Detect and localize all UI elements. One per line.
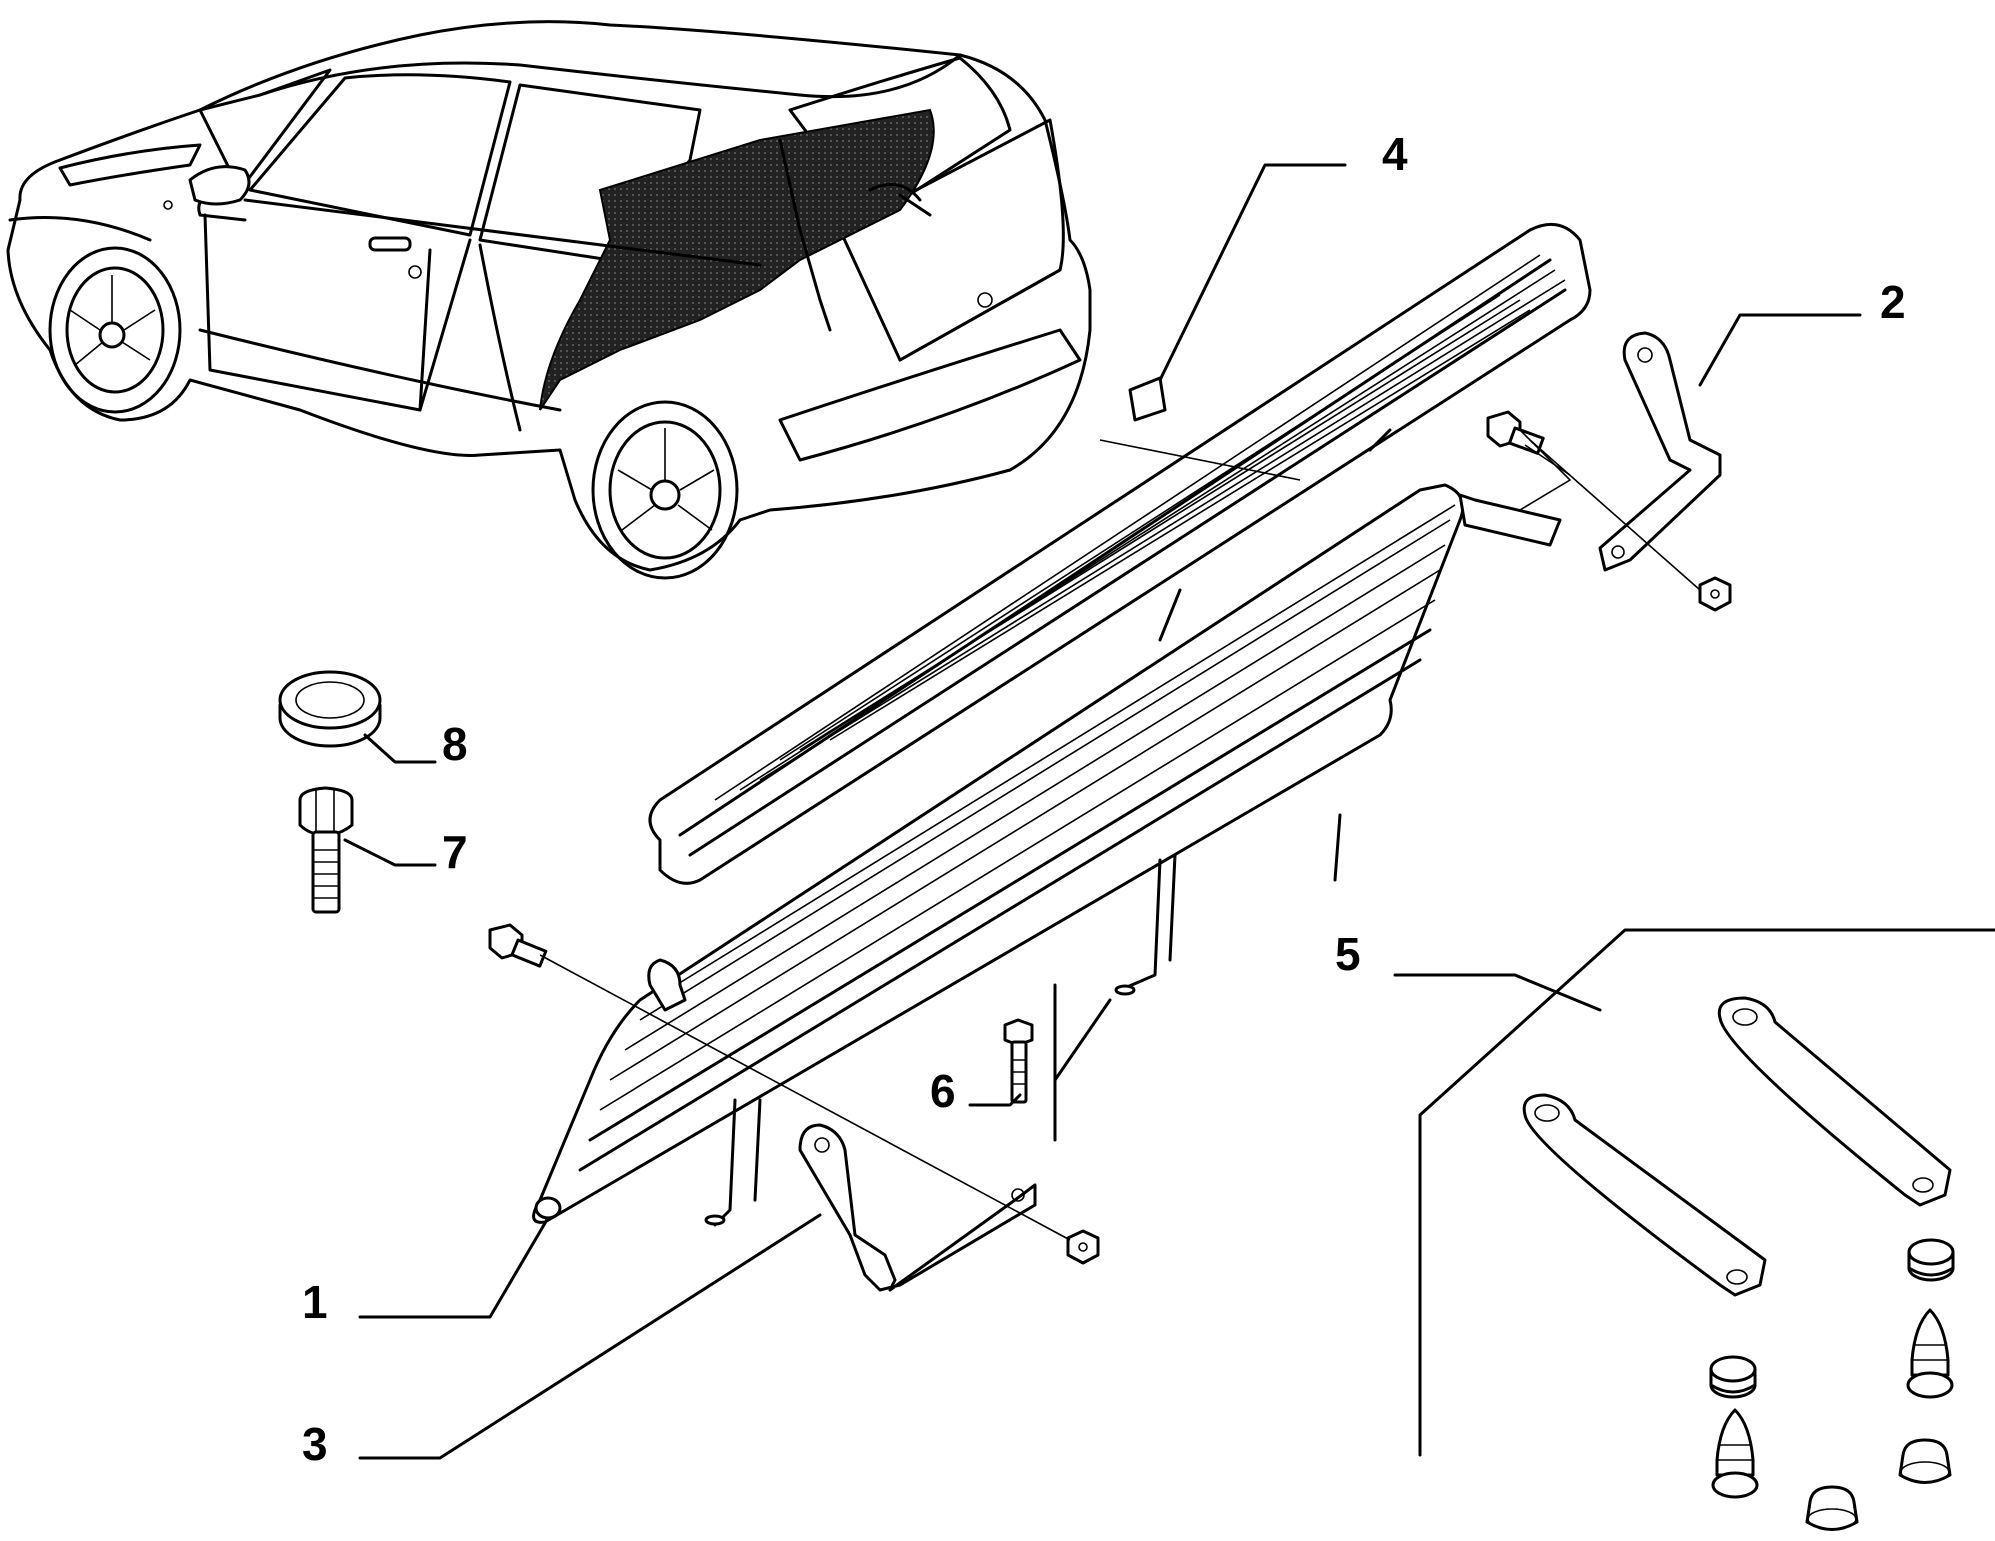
kit-5 [1418,928,1995,1531]
callout-3: 3 [302,1418,328,1470]
callout-4: 4 [1382,128,1408,180]
front-wheel-icon [48,246,182,414]
nut-upper-icon [1698,576,1732,612]
cargo-area-highlight [539,108,935,411]
callout-6: 6 [930,1065,956,1117]
rear-wheel-icon [591,400,739,580]
nut-lower-icon [1066,1229,1100,1265]
callout-5: 5 [1335,928,1361,980]
push-pin-icon [1906,1308,1954,1399]
washer-icon [1709,1355,1757,1399]
washer-icon [1907,1238,1955,1282]
cap-nut-icon [1898,1438,1952,1484]
callout-1: 1 [302,1276,328,1328]
cap-nut-icon [1805,1485,1859,1531]
bolt-lower-icon [488,923,548,968]
rubber-cap-icon [278,670,382,748]
callout-2: 2 [1880,276,1906,328]
partition-net-upper [648,222,1592,885]
leader-lines [343,163,1862,1460]
bolt-upper-icon [1486,410,1545,455]
car-illustration [6,20,1092,580]
partition-net-lower [532,483,1562,1227]
small-bolt-icon [1003,1018,1034,1104]
bracket-2 [1598,331,1722,572]
bracket-3 [798,1123,1037,1292]
callout-7: 7 [442,826,468,878]
push-pin-icon [1711,1408,1759,1499]
callout-8: 8 [442,718,468,770]
hex-bolt-icon [298,786,354,914]
